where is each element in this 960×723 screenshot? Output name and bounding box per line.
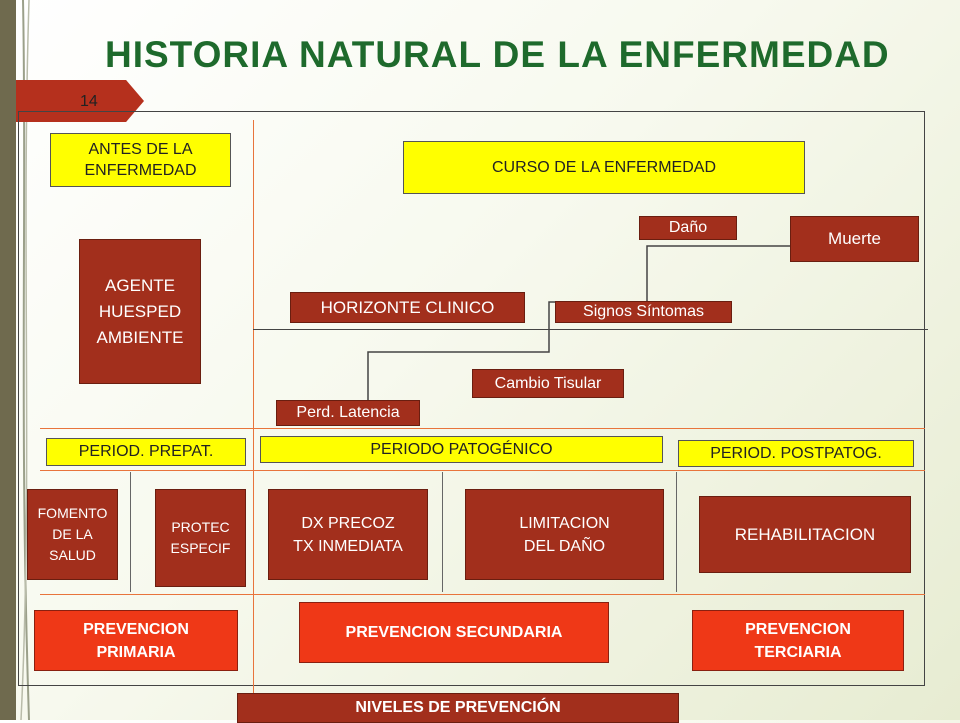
limitacion-dano-box: LIMITACION DEL DAÑO bbox=[465, 489, 664, 580]
divider-level-3 bbox=[676, 472, 677, 592]
dx-precoz-box: DX PRECOZ TX INMEDIATA bbox=[268, 489, 428, 580]
prevencion-terciaria-box: PREVENCION TERCIARIA bbox=[692, 610, 904, 671]
left-accent-bar bbox=[0, 0, 16, 720]
fomento-salud-box: FOMENTO DE LA SALUD bbox=[27, 489, 118, 580]
perd-latencia-box: Perd. Latencia bbox=[276, 400, 420, 426]
rehabilitacion-box: REHABILITACION bbox=[699, 496, 911, 573]
periodo-patogenico-box: PERIODO PATOGÉNICO bbox=[260, 436, 663, 463]
muerte-box: Muerte bbox=[790, 216, 919, 262]
divider-level-1 bbox=[130, 472, 131, 592]
divider-horizontal-1 bbox=[40, 428, 925, 429]
periodo-postpatogenico-box: PERIOD. POSTPATOG. bbox=[678, 440, 914, 467]
periodo-prepatogenico-box: PERIOD. PREPAT. bbox=[46, 438, 246, 466]
diagram-frame bbox=[18, 111, 925, 686]
divider-level-2 bbox=[442, 472, 443, 592]
prevencion-primaria-box: PREVENCION PRIMARIA bbox=[34, 610, 238, 671]
signos-sintomas-box: Signos Síntomas bbox=[555, 301, 732, 323]
divider-vertical-prepat bbox=[253, 120, 254, 720]
divider-horizontal-2 bbox=[40, 470, 925, 471]
curso-enfermedad-box: CURSO DE LA ENFERMEDAD bbox=[403, 141, 805, 194]
horizon-line bbox=[253, 329, 928, 330]
prevencion-secundaria-box: PREVENCION SECUNDARIA bbox=[299, 602, 609, 663]
cambio-tisular-box: Cambio Tisular bbox=[472, 369, 624, 398]
divider-horizontal-3 bbox=[40, 594, 925, 595]
agente-huesped-ambiente-box: AGENTE HUESPED AMBIENTE bbox=[79, 239, 201, 384]
slide-number-tab bbox=[16, 80, 144, 122]
slide-title: HISTORIA NATURAL DE LA ENFERMEDAD bbox=[105, 34, 890, 75]
slide-number: 14 bbox=[80, 93, 98, 110]
dano-box: Daño bbox=[639, 216, 737, 240]
proteccion-especifica-box: PROTEC ESPECIF bbox=[155, 489, 246, 587]
niveles-prevencion-box: NIVELES DE PREVENCIÓN bbox=[237, 693, 679, 723]
antes-enfermedad-box: ANTES DE LA ENFERMEDAD bbox=[50, 133, 231, 187]
horizonte-clinico-box: HORIZONTE CLINICO bbox=[290, 292, 525, 323]
